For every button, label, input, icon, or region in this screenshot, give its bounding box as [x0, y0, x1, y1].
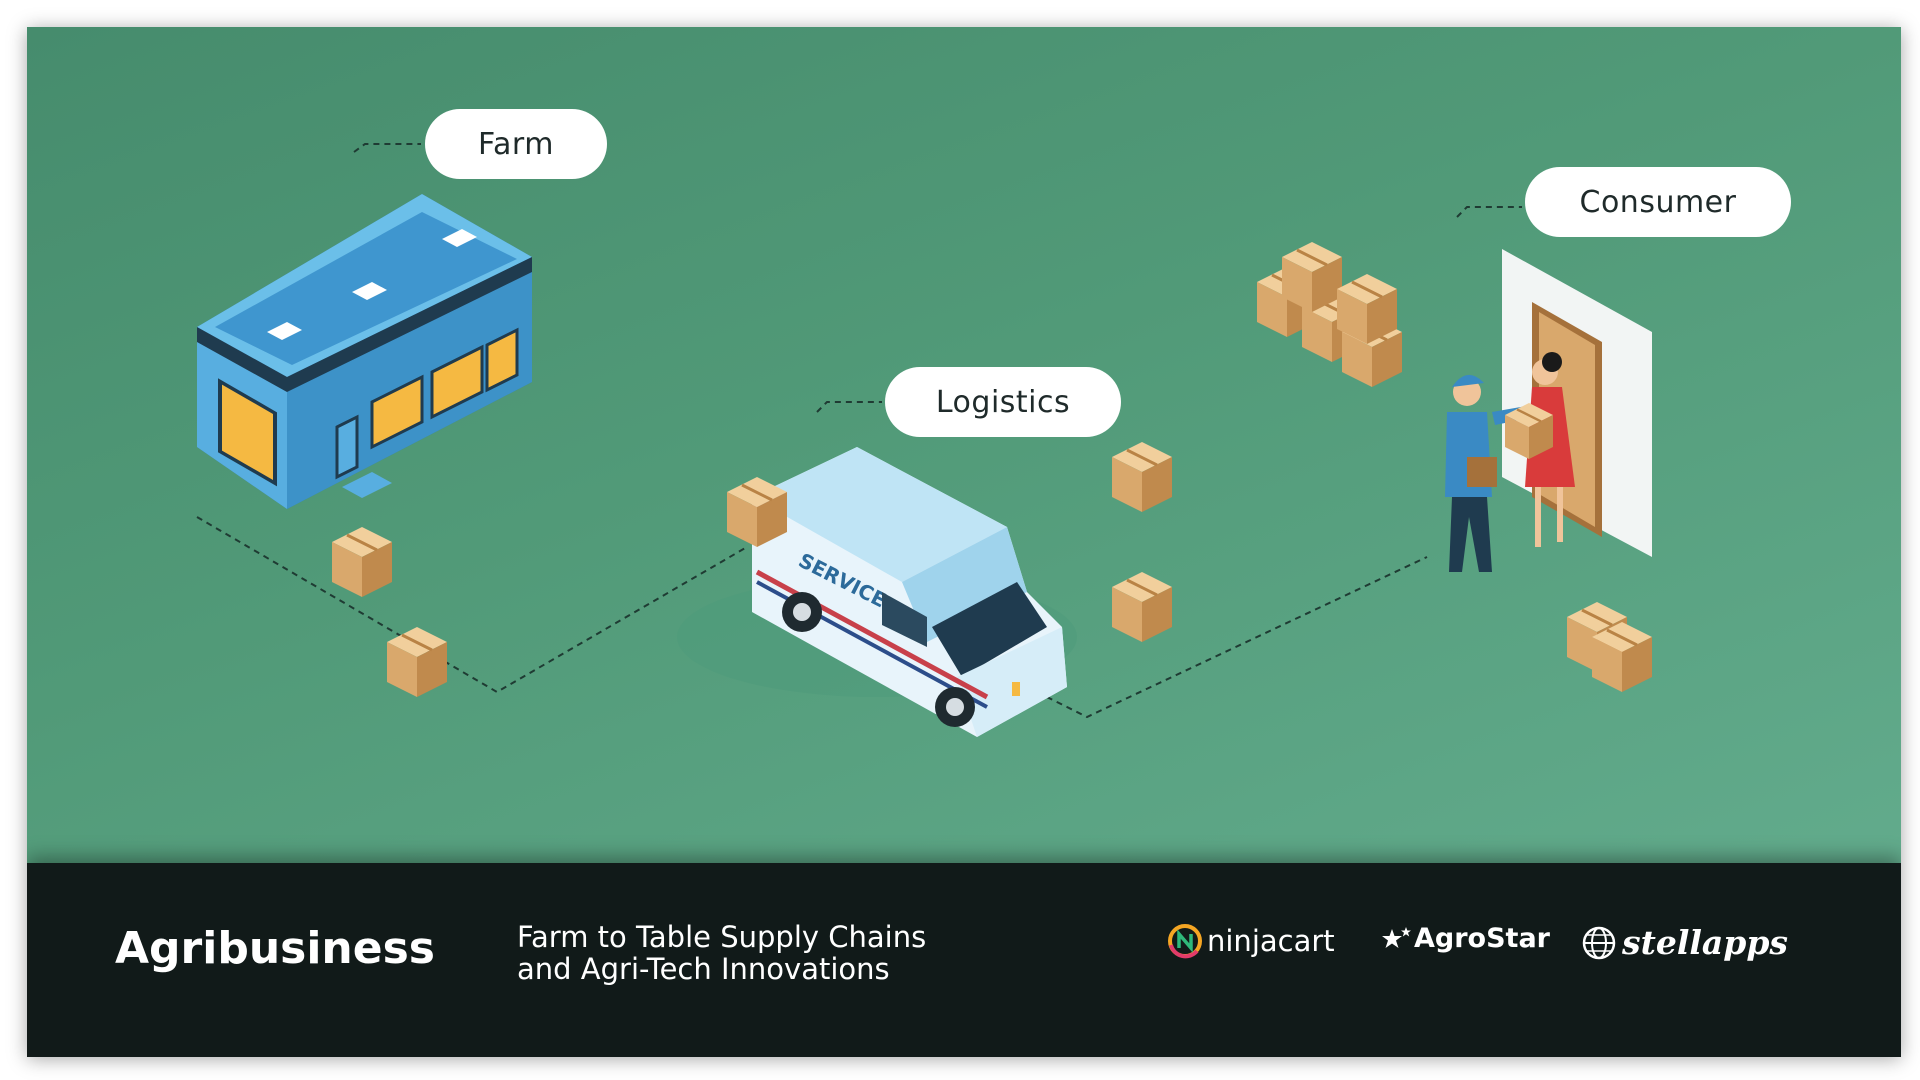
scene-illustration: SERVICE: [196, 143, 1654, 737]
logistics-label: Logistics: [885, 367, 1121, 437]
page-title: Agribusiness: [115, 923, 435, 974]
stellapps-logo-text: stellapps: [1622, 923, 1788, 962]
ninjacart-logo-text: ninjacart: [1207, 924, 1335, 958]
delivery-van-icon: SERVICE: [677, 447, 1077, 737]
tagline-line-1: Farm to Table Supply Chains: [517, 920, 927, 954]
customer-woman-icon: [1503, 352, 1575, 547]
ninjacart-logo: ninjacart: [1167, 923, 1335, 959]
stars-icon: [1382, 926, 1411, 948]
ninjacart-n-icon: [1168, 924, 1202, 959]
route-lines: [196, 143, 1522, 719]
stellapps-logo: stellapps: [1582, 923, 1788, 962]
infographic-card: SERVICE: [27, 27, 1901, 1057]
parcel-box-icon: [330, 525, 394, 599]
consumer-label: Consumer: [1525, 167, 1791, 237]
parcel-stack-small-icon: [1565, 600, 1654, 694]
tagline: Farm to Table Supply Chains and Agri-Tec…: [517, 921, 1077, 985]
agrostar-logo: AgroStar: [1382, 923, 1550, 954]
globe-icon: [1582, 926, 1616, 959]
supply-chain-scene: SERVICE: [27, 27, 1901, 863]
delivery-person-icon: [1445, 374, 1534, 572]
parcel-stack-icon: [1255, 240, 1404, 389]
farm-building-icon: [197, 194, 532, 509]
farm-label: Farm: [425, 109, 607, 179]
agrostar-logo-text: AgroStar: [1414, 923, 1550, 954]
parcel-box-icon: [1110, 570, 1174, 644]
tagline-line-2: and Agri-Tech Innovations: [517, 952, 890, 986]
parcel-box-icon: [725, 475, 789, 549]
footer-bar: Agribusiness Farm to Table Supply Chains…: [27, 863, 1901, 1057]
parcel-box-icon: [385, 625, 449, 699]
parcel-box-icon: [1110, 440, 1174, 514]
consumer-door-icon: [1502, 249, 1652, 557]
